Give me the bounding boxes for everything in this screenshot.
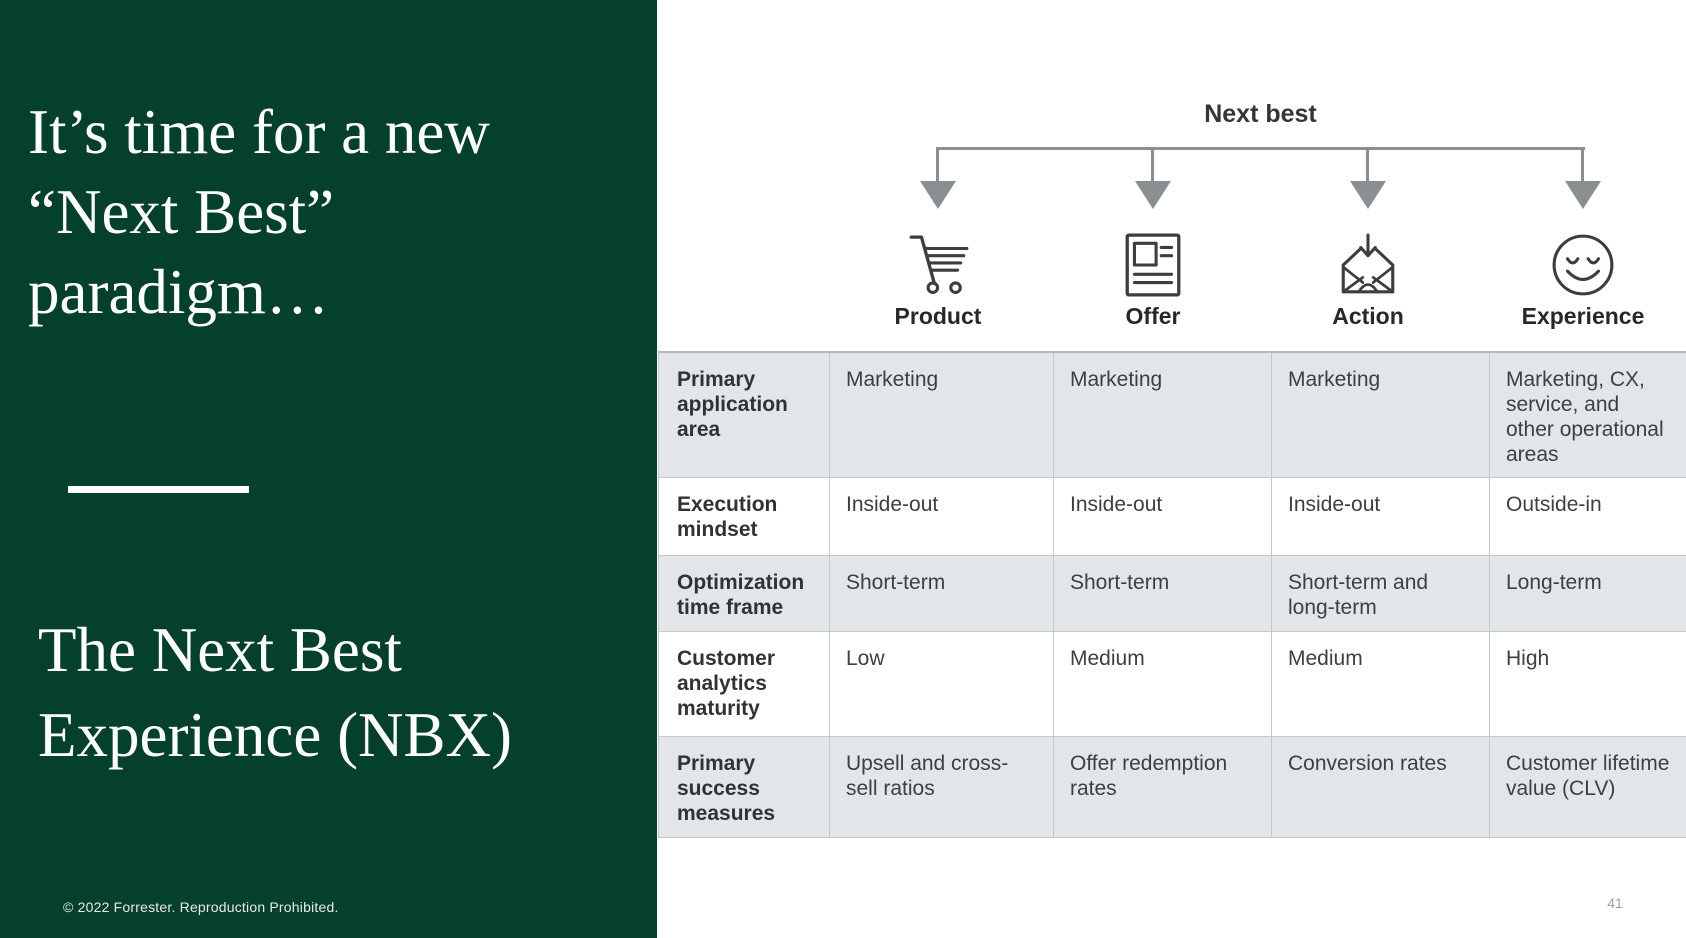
offer-sheet-icon bbox=[1117, 230, 1189, 300]
connector-drop bbox=[1366, 147, 1369, 183]
arrow-down-icon bbox=[920, 181, 956, 209]
shopping-cart-icon bbox=[902, 230, 974, 300]
connector-line bbox=[936, 147, 1585, 150]
comparison-table: Primary application area Marketing Marke… bbox=[658, 351, 1686, 838]
table-cell: Outside-in bbox=[1489, 477, 1686, 556]
arrow-down-icon bbox=[1135, 181, 1171, 209]
branch-label-experience: Experience bbox=[1521, 303, 1645, 329]
table-cell: Medium bbox=[1053, 631, 1272, 737]
subtitle-line: The Next Best bbox=[38, 615, 402, 685]
slide-subtitle: The Next Best Experience (NBX) bbox=[38, 608, 638, 778]
row-header: Primary success measures bbox=[658, 736, 830, 838]
table-cell: Short-term bbox=[1053, 555, 1272, 632]
subtitle-line: Experience (NBX) bbox=[38, 700, 513, 770]
arrow-down-icon bbox=[1565, 181, 1601, 209]
table-cell: Low bbox=[829, 631, 1054, 737]
title-line: paradigm… bbox=[28, 257, 329, 327]
table-cell: Offer redemption rates bbox=[1053, 736, 1272, 838]
table-cell: Inside-out bbox=[1053, 477, 1272, 556]
title-line: “Next Best” bbox=[28, 177, 335, 247]
copyright-footer: © 2022 Forrester. Reproduction Prohibite… bbox=[63, 899, 339, 915]
table-row: Primary success measures Upsell and cros… bbox=[658, 736, 1686, 838]
row-header: Optimization time frame bbox=[658, 555, 830, 632]
table-cell: Upsell and cross-sell ratios bbox=[829, 736, 1054, 838]
connector-drop bbox=[936, 147, 939, 183]
table-cell: Conversion rates bbox=[1271, 736, 1490, 838]
table-row: Optimization time frame Short-term Short… bbox=[658, 555, 1686, 632]
row-header: Execution mindset bbox=[658, 477, 830, 556]
title-line: It’s time for a new bbox=[28, 97, 490, 167]
branch-label-action: Action bbox=[1332, 303, 1404, 329]
table-row: Customer analytics maturity Low Medium M… bbox=[658, 631, 1686, 737]
row-header: Primary application area bbox=[658, 351, 830, 478]
table-cell: High bbox=[1489, 631, 1686, 737]
table-cell: Medium bbox=[1271, 631, 1490, 737]
table-cell: Short-term and long-term bbox=[1271, 555, 1490, 632]
table-cell: Short-term bbox=[829, 555, 1054, 632]
page-number: 41 bbox=[1607, 895, 1623, 911]
table-cell: Marketing bbox=[1053, 351, 1272, 478]
diagram-root-label: Next best bbox=[1204, 100, 1317, 128]
table-cell: Inside-out bbox=[1271, 477, 1490, 556]
table-cell: Marketing, CX, service, and other operat… bbox=[1489, 351, 1686, 478]
branch-label-offer: Offer bbox=[1125, 303, 1181, 329]
branch-label-product: Product bbox=[894, 303, 982, 329]
arrow-down-icon bbox=[1350, 181, 1386, 209]
row-header: Customer analytics maturity bbox=[658, 631, 830, 737]
title-divider bbox=[68, 486, 249, 493]
slide-title: It’s time for a new “Next Best” paradigm… bbox=[28, 92, 628, 332]
table-cell: Marketing bbox=[829, 351, 1054, 478]
open-envelope-download-icon bbox=[1332, 230, 1404, 300]
left-panel: It’s time for a new “Next Best” paradigm… bbox=[0, 0, 657, 938]
table-cell: Long-term bbox=[1489, 555, 1686, 632]
table-cell: Customer lifetime value (CLV) bbox=[1489, 736, 1686, 838]
connector-drop bbox=[1151, 147, 1154, 183]
smiley-face-icon bbox=[1547, 230, 1619, 300]
table-cell: Marketing bbox=[1271, 351, 1490, 478]
table-cell: Inside-out bbox=[829, 477, 1054, 556]
table-row: Execution mindset Inside-out Inside-out … bbox=[658, 477, 1686, 556]
table-row: Primary application area Marketing Marke… bbox=[658, 351, 1686, 478]
connector-drop bbox=[1581, 147, 1584, 183]
